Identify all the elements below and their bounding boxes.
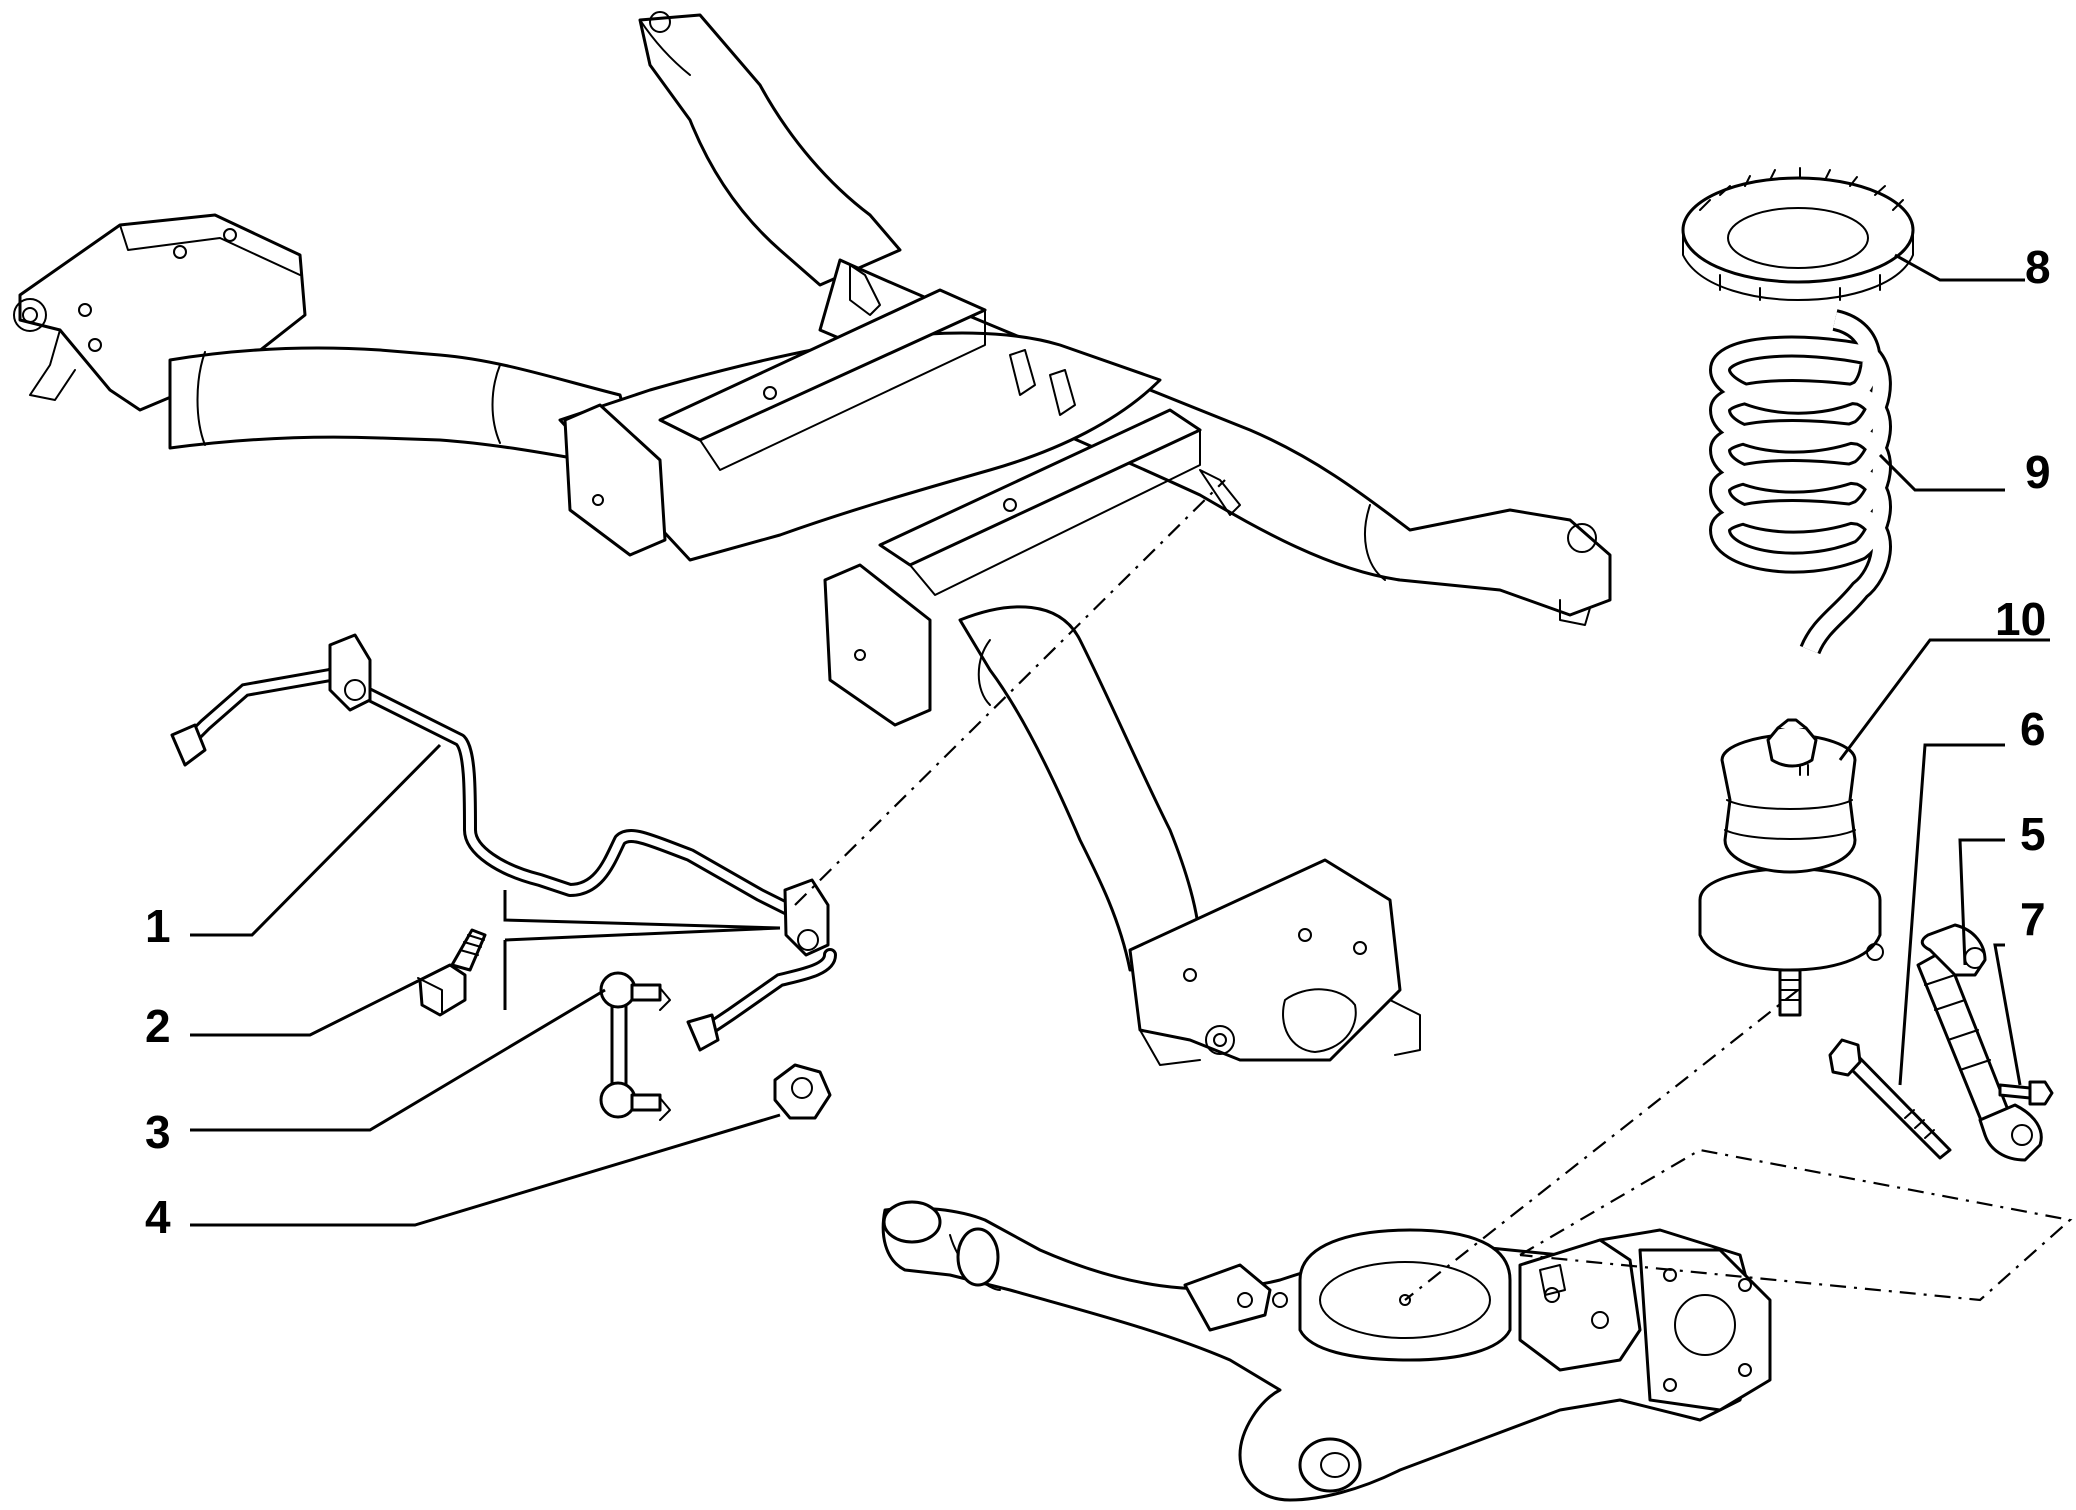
drop-link-3 xyxy=(599,971,671,1121)
assembly-lines xyxy=(794,479,2073,1302)
rear-subframe xyxy=(13,11,1612,1066)
coil-spring-9 xyxy=(1709,309,1892,655)
leader-lines xyxy=(190,253,2050,1227)
shock-absorber-5 xyxy=(1916,923,2043,1162)
callout-6: 6 xyxy=(2020,703,2046,755)
bolt-2 xyxy=(417,928,487,1017)
callout-5: 5 xyxy=(2020,808,2046,860)
spring-seat-8 xyxy=(1681,167,1915,301)
callout-8: 8 xyxy=(2025,241,2051,293)
callout-3: 3 xyxy=(145,1106,171,1158)
nut-4 xyxy=(773,1063,832,1120)
bump-stop-10 xyxy=(1698,718,1884,1017)
bolt-6 xyxy=(1828,1038,1952,1160)
callout-4: 4 xyxy=(145,1191,171,1243)
callout-7: 7 xyxy=(2020,893,2046,945)
bolt-7 xyxy=(1998,1080,2054,1106)
trailing-arm xyxy=(881,1200,1772,1502)
callouts: 1 2 3 4 5 6 7 8 9 10 xyxy=(145,241,2051,1243)
callout-9: 9 xyxy=(2025,446,2051,498)
callout-1: 1 xyxy=(145,900,171,952)
callout-2: 2 xyxy=(145,1000,171,1052)
callout-10: 10 xyxy=(1995,593,2046,645)
anti-roll-bar xyxy=(170,633,837,1052)
